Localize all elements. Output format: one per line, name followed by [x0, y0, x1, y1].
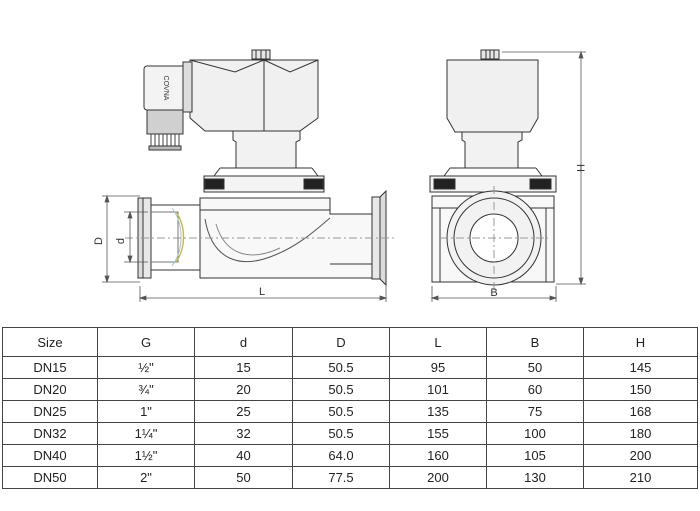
front-dimensions [102, 194, 388, 302]
label-D: D [93, 237, 105, 245]
cell-g: ¾" [97, 378, 195, 401]
cell-h: 200 [583, 444, 698, 467]
side-dimensions [430, 50, 586, 302]
cell-small-d: 15 [194, 356, 293, 379]
cell-size: DN25 [2, 400, 98, 423]
cell-g: ½" [97, 356, 195, 379]
table-row: DN50 2" 50 77.5 200 130 210 [2, 466, 698, 489]
coil-housing [189, 59, 319, 132]
cell-l: 95 [389, 356, 487, 379]
coil-connector [143, 61, 193, 151]
table-header-row: Size G d D L B H [2, 327, 698, 357]
cell-g: 1½" [97, 444, 195, 467]
side-bolt-right [529, 178, 552, 190]
front-view [125, 49, 395, 287]
header-small-d: d [194, 327, 293, 357]
cell-size: DN15 [2, 356, 98, 379]
cell-size: DN50 [2, 466, 98, 489]
cell-small-d: 32 [194, 422, 293, 445]
cell-l: 101 [389, 378, 487, 401]
cell-l: 155 [389, 422, 487, 445]
front-bonnet-flange [203, 175, 325, 193]
front-bolt-left [204, 178, 225, 190]
cell-g: 2" [97, 466, 195, 489]
valve-technical-drawing: D d L B H COVNA [93, 49, 586, 302]
coil-brand-label: COVNA [162, 76, 169, 101]
table-row: DN40 1½" 40 64.0 160 105 200 [2, 444, 698, 467]
side-bonnet [461, 131, 523, 169]
header-big-d: D [292, 327, 390, 357]
cell-small-d: 50 [194, 466, 293, 489]
cell-size: DN40 [2, 444, 98, 467]
front-bolt-right [303, 178, 324, 190]
cell-big-d: 50.5 [292, 422, 390, 445]
cell-h: 150 [583, 378, 698, 401]
cell-big-d: 50.5 [292, 400, 390, 423]
cell-size: DN20 [2, 378, 98, 401]
table-row: DN25 1" 25 50.5 135 75 168 [2, 400, 698, 423]
cell-b: 50 [486, 356, 584, 379]
cell-small-d: 40 [194, 444, 293, 467]
table-row: DN15 ½" 15 50.5 95 50 145 [2, 356, 698, 379]
cell-big-d: 77.5 [292, 466, 390, 489]
cell-size: DN32 [2, 422, 98, 445]
cell-l: 160 [389, 444, 487, 467]
cell-big-d: 50.5 [292, 356, 390, 379]
label-H: H [574, 164, 586, 172]
header-size: Size [2, 327, 98, 357]
cell-b: 100 [486, 422, 584, 445]
side-coil [446, 59, 539, 133]
dimension-table: Size G d D L B H DN15 ½" 15 50.5 95 50 1… [2, 327, 698, 489]
cell-big-d: 50.5 [292, 378, 390, 401]
cell-b: 105 [486, 444, 584, 467]
label-L: L [259, 286, 265, 298]
cell-l: 135 [389, 400, 487, 423]
label-d: d [115, 238, 127, 244]
cell-h: 168 [583, 400, 698, 423]
header-l: L [389, 327, 487, 357]
cell-b: 75 [486, 400, 584, 423]
side-view [429, 49, 557, 290]
cell-l: 200 [389, 466, 487, 489]
cell-g: 1" [97, 400, 195, 423]
table-row: DN20 ¾" 20 50.5 101 60 150 [2, 378, 698, 401]
cell-h: 180 [583, 422, 698, 445]
side-bolt-left [433, 178, 456, 190]
cell-big-d: 64.0 [292, 444, 390, 467]
cell-small-d: 25 [194, 400, 293, 423]
header-g: G [97, 327, 195, 357]
header-h: H [583, 327, 698, 357]
front-bonnet [232, 130, 301, 169]
cell-h: 145 [583, 356, 698, 379]
cell-h: 210 [583, 466, 698, 489]
table-row: DN32 1¼" 32 50.5 155 100 180 [2, 422, 698, 445]
cell-small-d: 20 [194, 378, 293, 401]
cell-b: 60 [486, 378, 584, 401]
header-b: B [486, 327, 584, 357]
cell-g: 1¼" [97, 422, 195, 445]
label-B: B [490, 287, 497, 299]
cell-b: 130 [486, 466, 584, 489]
